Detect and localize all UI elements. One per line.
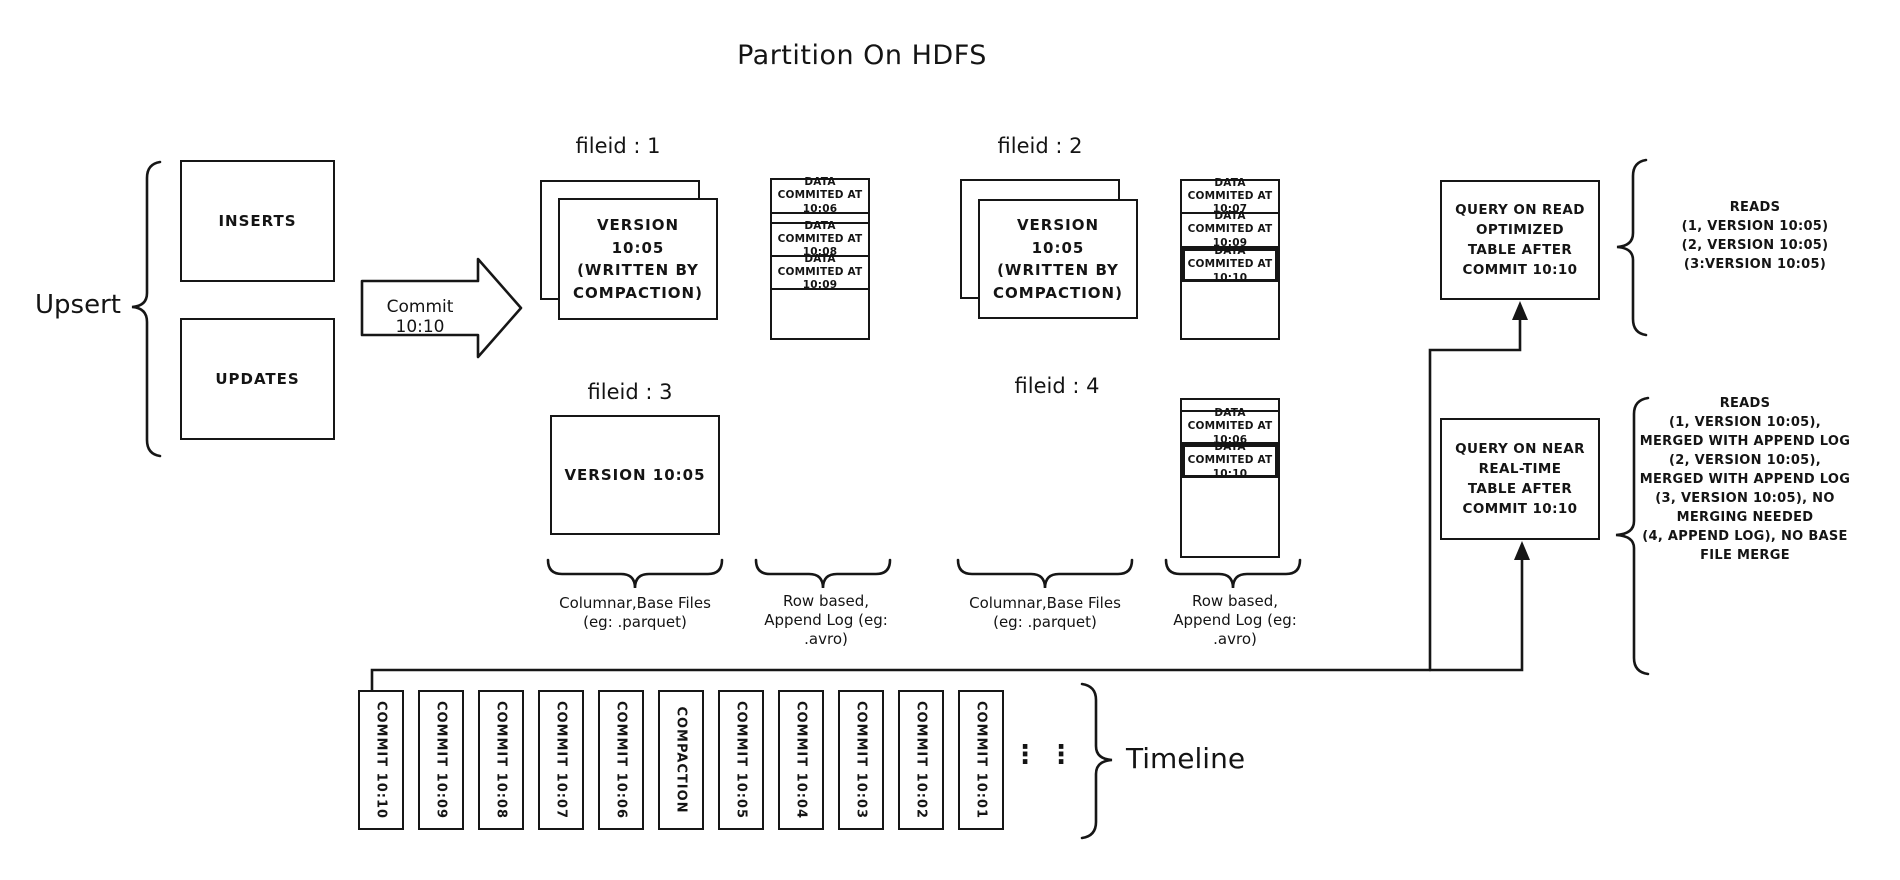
upsert-label: Upsert [35, 290, 121, 320]
reads-optimized-brace [1616, 158, 1648, 337]
updates-box: UPDATES [180, 318, 335, 440]
columnar-base-files-label: Columnar,Base Files (eg: .parquet) [969, 594, 1121, 631]
timeline-entry: COMMIT 10:04 [778, 690, 824, 830]
timeline-entry-compaction: COMPACTION [658, 690, 704, 830]
log-gap [772, 214, 868, 224]
timeline-entry-label: COMMIT 10:07 [553, 700, 569, 820]
columnar-base-files-label: Columnar,Base Files (eg: .parquet) [559, 594, 711, 631]
fileid-1-base-box: VERSION 10:05 (WRITTEN BY COMPACTION) [558, 198, 718, 320]
timeline-entry-label: COMMIT 10:04 [793, 700, 809, 820]
upsert-brace [131, 160, 162, 458]
columnar-brace-right [956, 558, 1134, 589]
timeline-entry-label: COMMIT 10:10 [373, 700, 389, 820]
row-based-append-log-label: Row based, Append Log (eg: .avro) [1173, 592, 1297, 648]
timeline-entry: COMMIT 10:09 [418, 690, 464, 830]
commit-arrow-label: Commit 10:10 [386, 297, 454, 337]
rowbased-brace-right [1164, 558, 1302, 589]
fileid-3-label: fileid : 3 [587, 380, 673, 404]
log-segment: DATA COMMITED AT 10:09 [1182, 210, 1278, 249]
timeline-label: Timeline [1126, 742, 1246, 775]
timeline-entry-label: COMMIT 10:01 [973, 700, 989, 820]
fileid-1-label: fileid : 1 [575, 134, 661, 158]
page-title: Partition On HDFS [737, 40, 987, 71]
timeline-entry-label: COMMIT 10:08 [493, 700, 509, 820]
timeline-entry-label: COMMIT 10:05 [733, 700, 749, 820]
log-segment: DATA COMMITED AT 10:09 [772, 253, 868, 291]
timeline-entry: COMMIT 10:10 [358, 690, 404, 830]
timeline-entry: COMMIT 10:02 [898, 690, 944, 830]
timeline-ellipsis: ⋮ [1012, 740, 1038, 770]
log-segment: DATA COMMITED AT 10:08 [772, 220, 868, 258]
timeline-entry: COMMIT 10:03 [838, 690, 884, 830]
arrowhead-optimized [1512, 301, 1528, 320]
fileid-4-log-stack: DATA COMMITED AT 10:06 DATA COMMITED AT … [1180, 398, 1280, 558]
log-gap [1182, 400, 1278, 412]
arrowhead-realtime [1514, 541, 1530, 560]
timeline-entry: COMMIT 10:06 [598, 690, 644, 830]
timeline-brace [1080, 682, 1113, 840]
fileid-2-base-box: VERSION 10:05 (WRITTEN BY COMPACTION) [978, 199, 1138, 319]
log-segment-latest: DATA COMMITED AT 10:10 [1182, 245, 1278, 284]
columnar-brace-left [546, 558, 724, 589]
timeline-entry-label: COMMIT 10:02 [913, 700, 929, 820]
timeline-ellipsis: ⋮ [1048, 740, 1074, 770]
fileid-2-label: fileid : 2 [997, 134, 1083, 158]
query-read-optimized-box: QUERY ON READ OPTIMIZED TABLE AFTER COMM… [1440, 180, 1600, 300]
rowbased-brace-left [754, 558, 892, 589]
timeline-entry: COMMIT 10:05 [718, 690, 764, 830]
timeline-entry: COMMIT 10:07 [538, 690, 584, 830]
inserts-box: INSERTS [180, 160, 335, 282]
reads-realtime-text: READS (1, VERSION 10:05), MERGED WITH AP… [1639, 396, 1851, 563]
timeline-entry-label: COMPACTION [673, 706, 689, 814]
timeline-entry: COMMIT 10:01 [958, 690, 1004, 830]
fileid-4-label: fileid : 4 [1014, 374, 1100, 398]
fileid-1-log-stack: DATA COMMITED AT 10:06 DATA COMMITED AT … [770, 176, 870, 340]
timeline-entry: COMMIT 10:08 [478, 690, 524, 830]
reads-optimized-text: READS (1, VERSION 10:05) (2, VERSION 10:… [1681, 200, 1829, 272]
fileid-3-base-box: VERSION 10:05 [550, 415, 720, 535]
log-segment: DATA COMMITED AT 10:06 [1182, 407, 1278, 446]
fileid-2-log-stack: DATA COMMITED AT 10:07 DATA COMMITED AT … [1180, 177, 1280, 340]
log-segment: DATA COMMITED AT 10:07 [1182, 177, 1278, 215]
log-segment-latest: DATA COMMITED AT 10:10 [1182, 441, 1278, 480]
timeline-row: COMMIT 10:10 COMMIT 10:09 COMMIT 10:08 C… [358, 690, 1018, 830]
timeline-entry-label: COMMIT 10:06 [613, 700, 629, 820]
log-segment: DATA COMMITED AT 10:06 [772, 176, 868, 215]
row-based-append-log-label: Row based, Append Log (eg: .avro) [764, 592, 888, 648]
timeline-entry-label: COMMIT 10:09 [433, 700, 449, 820]
timeline-entry-label: COMMIT 10:03 [853, 700, 869, 820]
query-near-realtime-box: QUERY ON NEAR REAL-TIME TABLE AFTER COMM… [1440, 418, 1600, 540]
